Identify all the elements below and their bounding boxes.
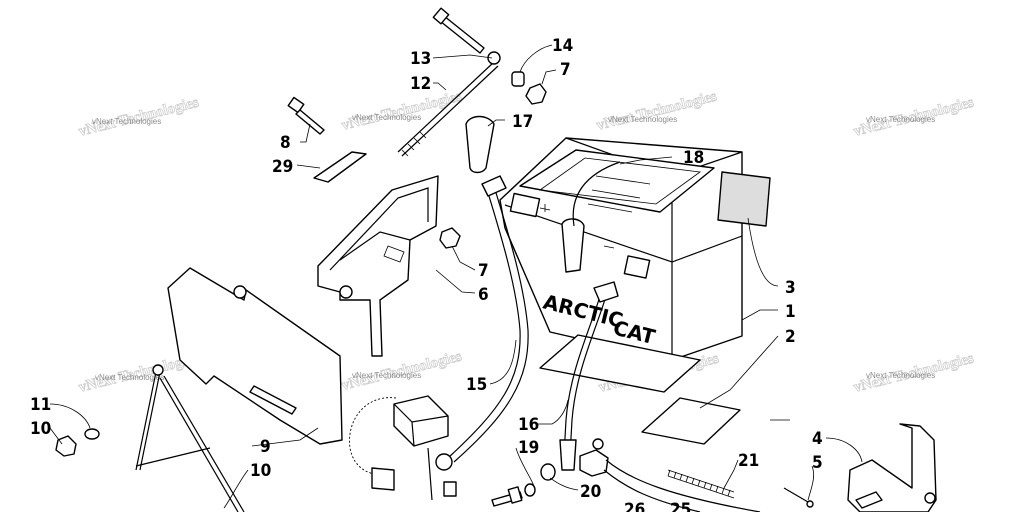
svg-text:vNext Technologies: vNext Technologies xyxy=(340,89,463,134)
svg-text:vNext Technologies: vNext Technologies xyxy=(608,115,677,124)
bracket-4 xyxy=(847,423,937,512)
watermark-1: vNext Technologies vNext Technologies xyxy=(77,94,201,140)
watermark-3: vNext Technologies vNext Technologies xyxy=(595,88,719,134)
callout-5: 5 xyxy=(812,453,823,473)
watermark-4: vNext Technologies vNext Technologies xyxy=(852,94,976,140)
callout-1: 1 xyxy=(785,302,796,322)
svg-text:vNext Technologies: vNext Technologies xyxy=(866,115,935,124)
pad-3 xyxy=(717,171,771,227)
cable-16 xyxy=(435,175,529,471)
callout-8: 8 xyxy=(280,133,291,153)
bolt-20 xyxy=(491,486,523,507)
svg-text:vNext Technologies: vNext Technologies xyxy=(92,117,161,126)
callout-19: 18 xyxy=(683,148,704,168)
svg-text:vNext Technologies: vNext Technologies xyxy=(95,373,164,382)
screw-5 xyxy=(783,487,814,508)
relay xyxy=(349,395,457,501)
callout-7-mid: 7 xyxy=(478,261,489,281)
callout-12: 11 xyxy=(30,395,51,415)
callout-25: 25 xyxy=(670,500,691,512)
callout-9: 9 xyxy=(260,437,271,457)
cable-26 xyxy=(605,459,761,512)
callout-7-top: 7 xyxy=(560,60,571,80)
callout-3: 3 xyxy=(785,278,796,298)
callout-26: 26 xyxy=(624,500,645,512)
nuts-21 xyxy=(524,438,609,497)
callout-6: 6 xyxy=(478,285,489,305)
callout-15: 14 xyxy=(552,36,573,56)
callout-29: 29 xyxy=(272,157,293,177)
callout-11: 10 xyxy=(30,419,51,439)
callout-4: 4 xyxy=(812,429,823,449)
svg-text:vNext Technologies: vNext Technologies xyxy=(866,371,935,380)
svg-text:vNext Technologies: vNext Technologies xyxy=(595,89,718,134)
spacer-15 xyxy=(511,71,525,87)
callout-16: 15 xyxy=(466,375,487,395)
nut-7-mid xyxy=(439,227,461,249)
leader-lines xyxy=(49,44,863,509)
cap-17 xyxy=(465,115,495,174)
callout-20: 19 xyxy=(518,438,539,458)
wing-nut-11 xyxy=(55,435,77,457)
watermark-6: vNext Technologies vNext Technologies xyxy=(340,348,464,394)
battery-pads xyxy=(539,334,741,445)
callout-2: 2 xyxy=(785,327,796,347)
plate-9 xyxy=(167,267,343,445)
bolt-8 xyxy=(287,96,325,135)
callout-17: 17 xyxy=(512,112,533,132)
callout-21: 20 xyxy=(580,482,601,502)
watermark-2: vNext Technologies vNext Technologies xyxy=(340,88,464,134)
callout-24: 21 xyxy=(738,451,759,471)
hold-down-rod xyxy=(397,7,501,157)
callout-10: 10 xyxy=(250,461,271,481)
spring-24 xyxy=(667,469,735,499)
callout-18: 16 xyxy=(518,415,539,435)
nut-7-top xyxy=(525,83,547,105)
svg-text:vNext Technologies: vNext Technologies xyxy=(352,113,421,122)
plate-29 xyxy=(313,151,367,183)
stand-10 xyxy=(135,364,245,512)
bracket-6 xyxy=(317,175,439,357)
washer-12 xyxy=(84,428,100,440)
battery: ARCTIC CAT xyxy=(499,137,743,361)
callout-14: 13 xyxy=(410,49,431,69)
callout-13: 12 xyxy=(410,74,431,94)
cable-18 xyxy=(559,281,619,471)
watermark-8: vNext Technologies vNext Technologies xyxy=(852,350,976,396)
callout-labels: 13 12 14 7 17 8 29 18 7 6 3 1 2 15 11 10… xyxy=(30,36,823,512)
svg-text:vNext Technologies: vNext Technologies xyxy=(352,371,421,380)
cable-25 xyxy=(603,469,701,512)
cable-19 xyxy=(561,161,621,273)
